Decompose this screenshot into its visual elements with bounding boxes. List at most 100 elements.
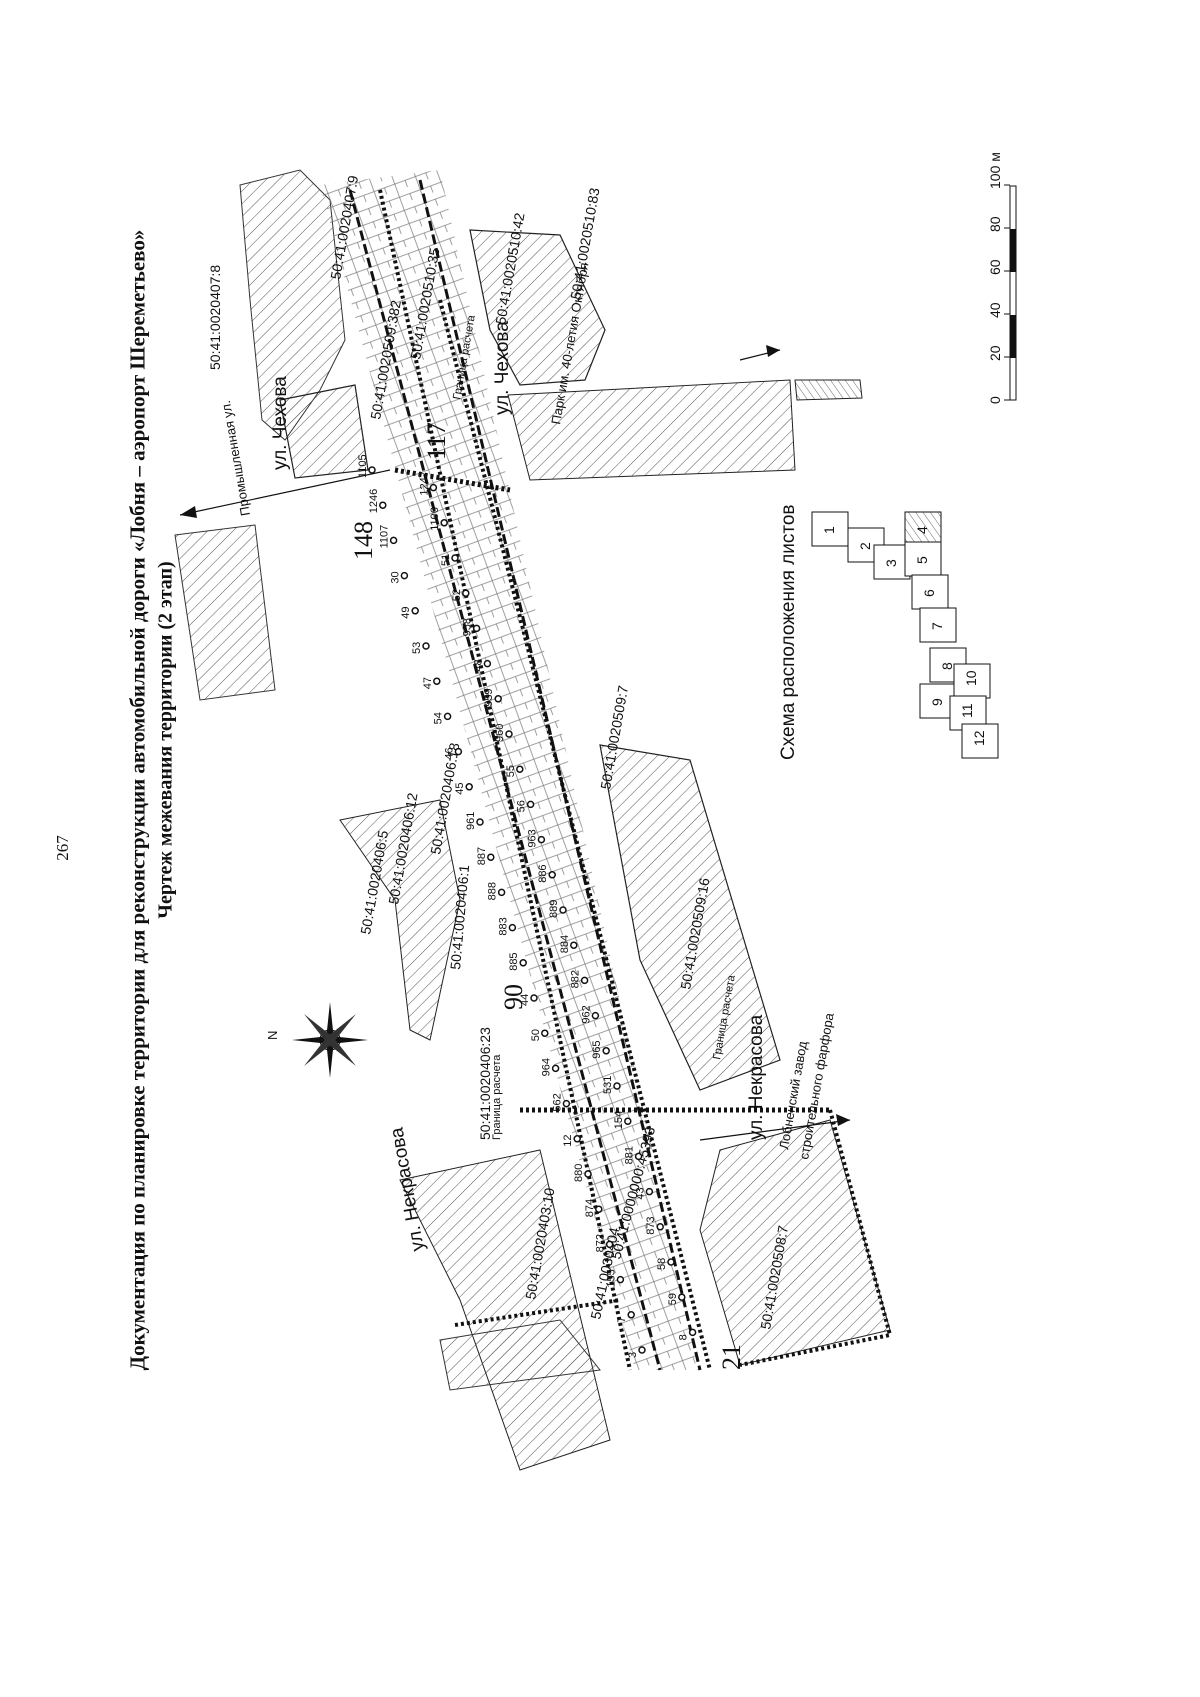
- boundary-point-marker: [487, 853, 495, 861]
- boundary-point-marker: [526, 800, 535, 809]
- north-label: N: [265, 1031, 280, 1040]
- boundary-point-label: 965: [591, 1040, 603, 1058]
- street-chekhova-right: ул. Чехова: [492, 321, 513, 415]
- boundary-point-label: 960: [494, 724, 506, 742]
- boundary-point-marker: [645, 1187, 654, 1196]
- boundary-point-marker: [429, 483, 438, 492]
- boundary-point-marker: [411, 607, 419, 615]
- cross-boundary-top: [394, 467, 511, 493]
- boundary-point-marker: [422, 642, 430, 650]
- boundary-point-label: 51: [440, 554, 452, 566]
- boundary-point-label: 45: [454, 783, 466, 795]
- scheme-sheet-number: 1: [821, 526, 837, 534]
- scale-tick-label: 80: [987, 216, 1003, 232]
- boundary-point-marker: [562, 1099, 571, 1108]
- boundary-point-marker: [667, 1258, 675, 1266]
- boundary-point-label: 961: [465, 812, 477, 830]
- boundary-point-label: 874: [584, 1199, 596, 1217]
- boundary-point-label: 886: [537, 864, 549, 882]
- boundary-point-label: 885: [508, 952, 520, 970]
- boundary-point-label: 56: [516, 800, 528, 812]
- boundary-point-label: 53: [411, 642, 423, 654]
- scheme-sheet-number: 2: [857, 542, 873, 550]
- boundary-point-marker: [462, 589, 470, 597]
- boundary-point-marker: [483, 659, 492, 668]
- boundary-point-marker: [627, 1311, 635, 1319]
- boundary-point-marker: [688, 1328, 697, 1337]
- boundary-bottom-left: [454, 1298, 621, 1327]
- boundary-point-label: 880: [573, 1164, 585, 1182]
- boundary-point-marker: [559, 906, 567, 914]
- boundary-point-label: 884: [559, 935, 571, 953]
- arrow-factory: [699, 1119, 851, 1141]
- street-arrows: [179, 345, 851, 1141]
- boundary-point-marker: [519, 959, 527, 967]
- boundary-point-marker: [516, 765, 524, 773]
- calc-boundary-2: Граница расчета: [491, 1054, 503, 1140]
- boundary-point-marker: [570, 941, 578, 949]
- parcel-406-5: [339, 799, 461, 1041]
- north-rose: N: [265, 1002, 368, 1078]
- boundary-point-label: 562: [551, 1093, 563, 1111]
- boundary-point-label: 155: [605, 1269, 617, 1287]
- boundary-point-marker: [508, 923, 517, 932]
- boundary-point-label: 1107: [379, 525, 391, 549]
- cadastral-label: 50:41:0020510:83: [567, 186, 602, 300]
- scheme-sheet-number: 7: [929, 622, 945, 630]
- boundary-point-label: 50: [530, 1029, 542, 1041]
- boundary-point-marker: [605, 1240, 614, 1249]
- boundary-point-label: 47: [422, 677, 434, 689]
- scale-tick-label: 20: [987, 345, 1003, 361]
- arrow-head-promyshlennaya: [180, 506, 197, 518]
- boundary-point-marker: [573, 1135, 581, 1143]
- boundary-point-label: 887: [476, 847, 488, 865]
- boundary-point-marker: [497, 888, 506, 897]
- parcel-top-left: [239, 169, 346, 441]
- parcel-510-42: [469, 229, 606, 386]
- parcel-promyshlennaya: [174, 524, 276, 701]
- boundary-point-marker: [537, 835, 546, 844]
- road-corridor: [320, 170, 893, 1371]
- boundary-line-right: [438, 299, 712, 1371]
- boundary-point-marker: [678, 1293, 686, 1301]
- boundary-point-label: 44: [519, 994, 531, 1006]
- boundary-point-marker: [494, 695, 502, 703]
- boundary-point-marker: [389, 536, 398, 545]
- boundary-point-marker: [541, 1029, 549, 1037]
- boundary-point-label: 963: [526, 829, 538, 847]
- boundary-point-label: 46: [443, 747, 455, 759]
- parcel-508-7: [699, 1119, 891, 1366]
- boundary-point-label: 872: [595, 1234, 607, 1252]
- scheme-sheet-number: 4: [914, 526, 930, 534]
- boundary-point-label: 30: [389, 571, 401, 583]
- scheme-sheet-number: 10: [963, 670, 979, 686]
- boundary-point-label: 889: [548, 900, 560, 918]
- block-number: 148: [349, 521, 378, 560]
- boundary-point-label: 58: [656, 1258, 668, 1270]
- boundary-point-marker: [443, 712, 452, 721]
- boundary-point-marker: [638, 1346, 646, 1354]
- boundary-point-marker: [624, 1117, 632, 1125]
- boundary-point-marker: [656, 1223, 664, 1231]
- boundary-point-label: 1246: [368, 489, 380, 513]
- boundary-point-marker: [379, 501, 387, 509]
- parcel-bottom-left: [439, 1319, 601, 1391]
- scheme-sheet-box: [919, 607, 957, 643]
- boundary-point-label: 8: [678, 1334, 690, 1340]
- block-numbers: 148 117 90 21: [349, 422, 746, 1370]
- boundary-point-marker: [584, 1170, 592, 1178]
- boundary-point-marker: [551, 1064, 560, 1073]
- parcel-509-16: [599, 744, 781, 1091]
- boundary-point-marker: [454, 747, 463, 756]
- boundary-point-marker: [602, 1047, 610, 1055]
- boundary-point-marker: [548, 871, 556, 879]
- block-number: 21: [717, 1344, 746, 1370]
- boundary-point-label: 959: [483, 688, 495, 706]
- scheme-sheet-box: [904, 511, 942, 547]
- boundary-point-label: 48: [472, 659, 484, 671]
- street-promyshlennaya: Промышленная ул.: [218, 399, 253, 517]
- boundary-point-marker: [368, 466, 376, 474]
